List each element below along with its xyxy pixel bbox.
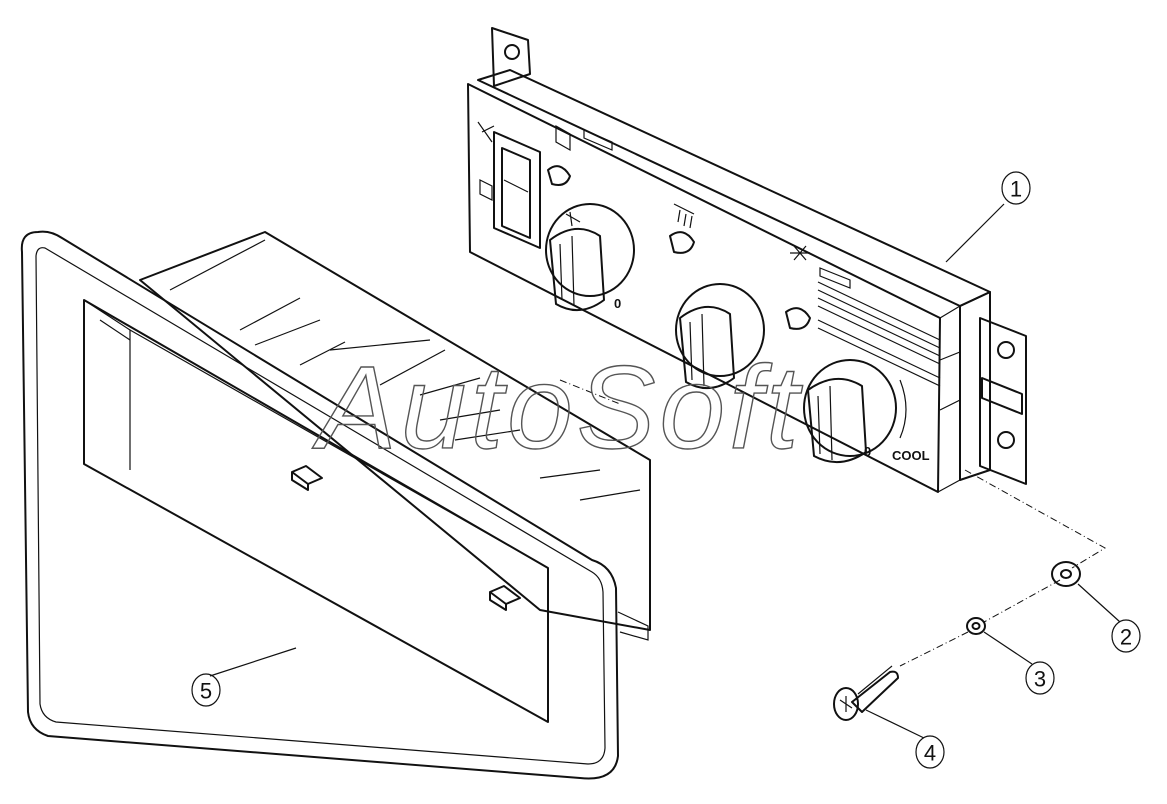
- watermark: AutoSoft: [312, 342, 803, 474]
- callout-2-label: 2: [1120, 625, 1132, 650]
- callout-4: 4: [915, 735, 945, 769]
- callout-4-label: 4: [924, 741, 936, 766]
- assembly-lines: [559, 379, 1106, 667]
- part-3-spring-washer: [966, 617, 986, 635]
- part-1-control-panel: COOL 0 0: [467, 27, 1027, 493]
- knob-zero-label-temp: 0: [864, 444, 871, 459]
- part-5-bezel: [20, 230, 651, 780]
- callout-2: 2: [1111, 619, 1141, 653]
- callout-1: 1: [1001, 171, 1031, 205]
- callout-3: 3: [1025, 661, 1055, 695]
- callout-5-label: 5: [200, 679, 212, 704]
- part-2-flat-washer: [1051, 561, 1081, 587]
- cool-label: COOL: [892, 448, 930, 463]
- knob-zero-label: 0: [614, 296, 621, 311]
- leader-lines: [209, 203, 1121, 739]
- callout-3-label: 3: [1034, 667, 1046, 692]
- callout-5: 5: [191, 673, 221, 707]
- callout-1-label: 1: [1010, 177, 1022, 202]
- part-4-screw: [833, 665, 899, 721]
